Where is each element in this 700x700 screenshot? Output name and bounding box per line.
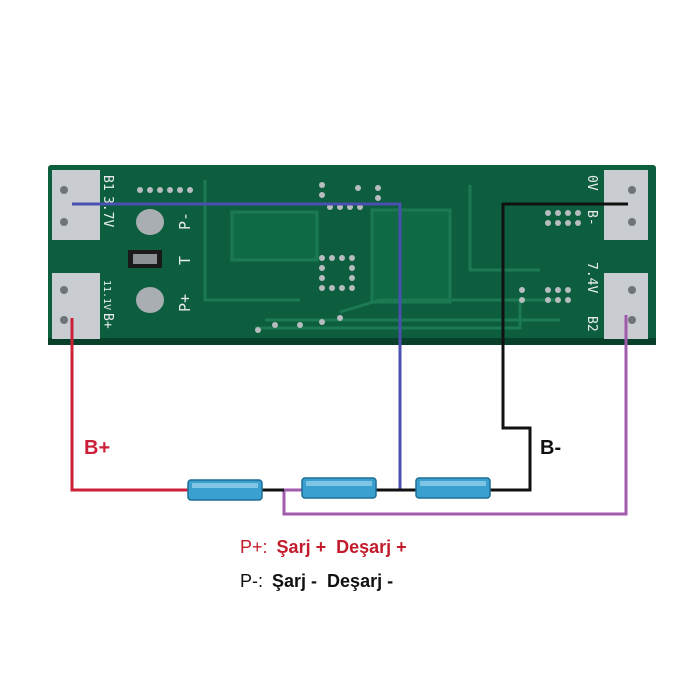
legend-plus-value: Şarj + Deşarj +	[276, 537, 407, 557]
silk-b-minus: B-	[584, 210, 599, 226]
wire-red-b-plus	[70, 318, 190, 492]
wire-purple-b2	[282, 315, 628, 516]
component-round-bottom	[136, 287, 164, 313]
silk-3-7v: 3.7V	[100, 196, 115, 227]
legend-minus-value: Şarj - Deşarj -	[272, 571, 394, 591]
label-b-plus: B+	[84, 437, 110, 459]
ic-chip-pad	[133, 254, 157, 264]
silk-p-plus: P+	[176, 294, 194, 312]
legend-minus-key: P-:	[240, 571, 264, 591]
silk-0v: 0V	[584, 175, 599, 191]
legend-row-plus: P+: Şarj + Deşarj +	[240, 537, 407, 558]
wire-black-b-minus	[490, 202, 628, 492]
silk-b-plus: B+	[100, 313, 115, 329]
silk-b2: B2	[584, 316, 599, 332]
silk-7-4v: 7.4V	[584, 262, 599, 293]
pcb-traces	[203, 180, 560, 330]
silk-t: T	[176, 256, 194, 265]
legend-row-minus: P-: Şarj - Deşarj -	[240, 571, 393, 592]
battery-cells	[187, 477, 491, 501]
pad-b-plus-left	[52, 273, 100, 339]
pcb-edge-shadow	[48, 338, 656, 345]
silkscreen: B1 3.7V B+ 11.1V P- T P+ 0V B- 7.4V B2	[100, 175, 599, 332]
pcb-vias	[137, 182, 581, 333]
wires	[70, 202, 628, 516]
legend-plus-key: P+:	[240, 537, 268, 557]
pcb-board: B1 3.7V B+ 11.1V P- T P+ 0V B- 7.4V B2	[48, 165, 656, 345]
silk-11-1v: 11.1V	[101, 280, 112, 310]
component-round-top	[136, 209, 164, 235]
silk-p-minus: P-	[176, 212, 194, 230]
label-b-minus: B-	[540, 437, 561, 459]
silk-b1: B1	[100, 175, 115, 191]
